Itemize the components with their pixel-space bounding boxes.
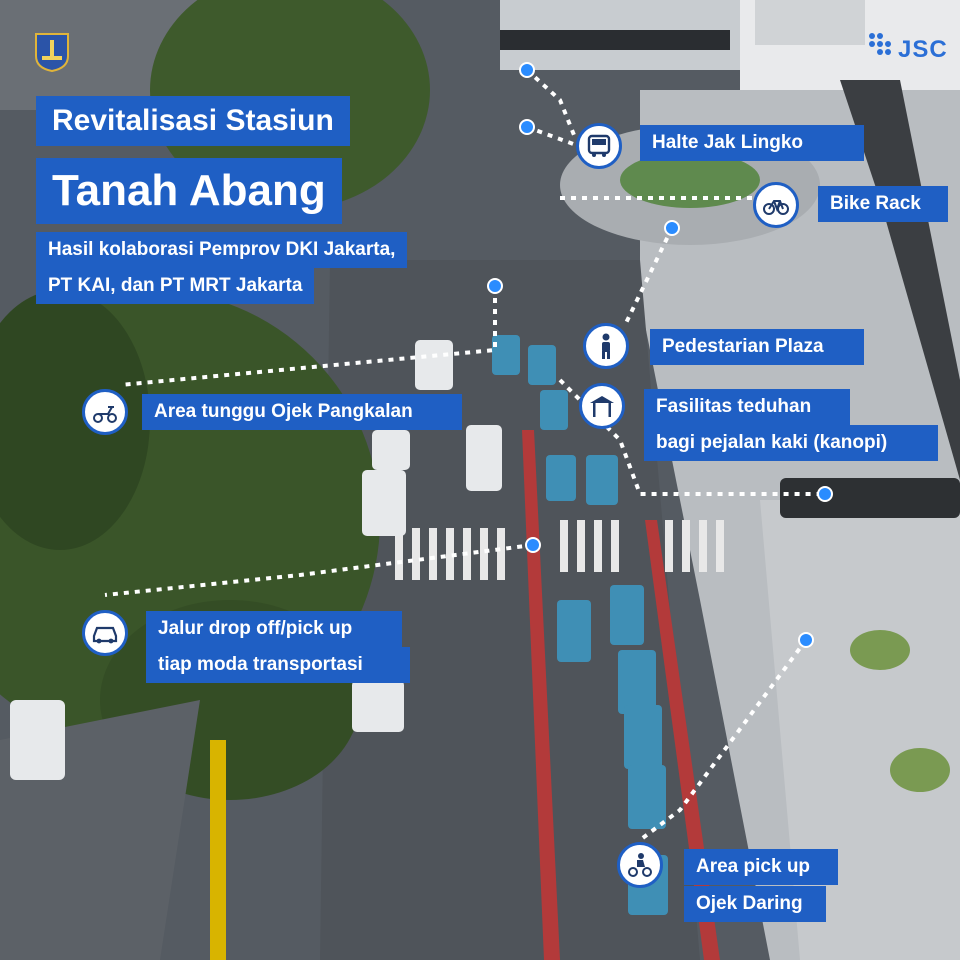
car-icon: [82, 610, 128, 656]
dki-jakarta-crest-logo: [35, 33, 69, 72]
title-line-2: Tanah Abang: [36, 158, 342, 224]
subtitle-line-1: Hasil kolaborasi Pemprov DKI Jakarta,: [36, 232, 408, 268]
marker-dots: [487, 62, 833, 648]
subtitle-line-2: PT KAI, dan PT MRT Jakarta: [36, 268, 315, 304]
label-kanopi-line-2: bagi pejalan kaki (kanopi): [644, 425, 938, 461]
label-bike-rack: Bike Rack: [818, 186, 948, 222]
label-area-tunggu-ojek-pangkalan: Area tunggu Ojek Pangkalan: [142, 394, 462, 430]
marker-dot: [519, 119, 535, 135]
connector-halte-2: [526, 125, 577, 147]
pedestrian-icon: [583, 323, 629, 369]
connector-dropoff: [104, 543, 534, 597]
scooter-icon: [82, 389, 128, 435]
marker-dot: [798, 632, 814, 648]
jsc-logo: JSC: [866, 30, 948, 64]
label-ojek-daring-line-1: Area pick up: [684, 849, 838, 885]
bicycle-icon: [753, 182, 799, 228]
connector-kanopi: [558, 378, 825, 496]
marker-dot: [817, 486, 833, 502]
label-pedestarian-plaza: Pedestarian Plaza: [650, 329, 864, 365]
marker-dot: [525, 537, 541, 553]
marker-dot: [519, 62, 535, 78]
connector-lines: [104, 68, 825, 842]
label-ojek-daring-line-2: Ojek Daring: [684, 886, 826, 922]
connector-pedestrian: [623, 227, 674, 326]
label-kanopi-line-1: Fasilitas teduhan: [644, 389, 850, 425]
label-halte-jak-lingko: Halte Jak Lingko: [640, 125, 864, 161]
jsc-dots-icon: [869, 33, 891, 55]
connector-ojek-daring: [638, 638, 808, 842]
canopy-icon: [579, 383, 625, 429]
title-line-1: Revitalisasi Stasiun: [36, 96, 350, 146]
connector-halte: [525, 68, 578, 141]
label-dropoff-line-2: tiap moda transportasi: [146, 647, 410, 683]
marker-dot: [487, 278, 503, 294]
motorbike-rider-icon: [617, 842, 663, 888]
jsc-logo-text: JSC: [898, 36, 948, 63]
marker-dot: [664, 220, 680, 236]
label-dropoff-line-1: Jalur drop off/pick up: [146, 611, 402, 647]
bus-icon: [576, 123, 622, 169]
